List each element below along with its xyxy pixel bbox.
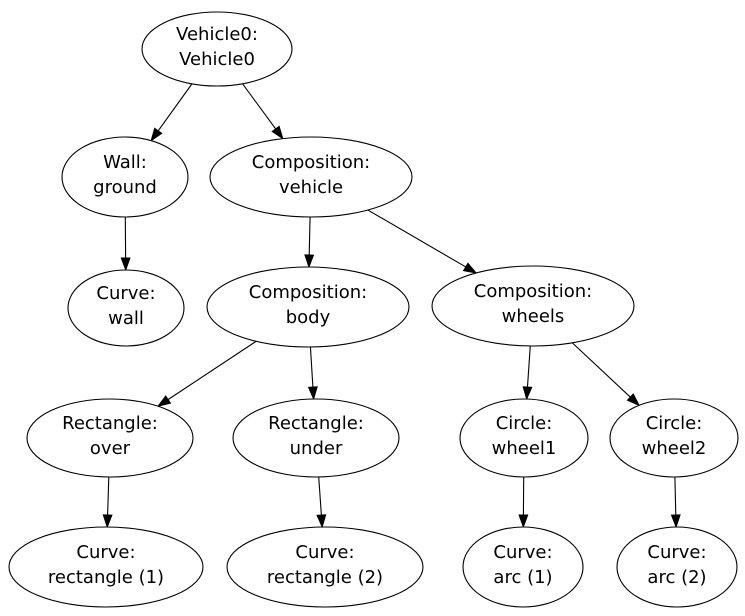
edges-layer [102, 83, 681, 529]
edge-vehicle0--composition-vehicle [242, 83, 284, 140]
edge-line [526, 345, 531, 389]
node-rectangle-under-shape [232, 398, 400, 478]
node-wall-ground: Wall:ground [61, 136, 189, 218]
node-vehicle0-label: Vehicle0:Vehicle0 [176, 24, 258, 70]
edge-circle-wheel1--curve-arc-1 [518, 476, 529, 529]
edge-arrowhead-icon [316, 514, 327, 529]
node-wall-ground-shape [61, 136, 189, 218]
node-curve-arc-2-shape [616, 526, 738, 608]
edge-arrowhead-icon [626, 393, 641, 407]
node-curve-rectangle-1-shape [8, 526, 204, 608]
node-curve-arc-2: Curve:arc (2) [616, 526, 738, 608]
node-composition-vehicle: Composition:vehicle [209, 136, 413, 218]
edge-composition-wheels--circle-wheel2 [571, 342, 641, 407]
edge-arrowhead-icon [522, 386, 533, 401]
node-curve-arc-1-shape [462, 526, 584, 608]
edge-arrowhead-icon [120, 257, 131, 272]
node-circle-wheel2-shape [609, 398, 739, 478]
edge-arrowhead-icon [102, 514, 113, 529]
node-rectangle-over-label: Rectangle:over [62, 413, 158, 459]
node-rectangle-under-label: Rectangle:under [268, 413, 364, 459]
edge-composition-body--rectangle-under [307, 346, 318, 401]
edge-arrowhead-icon [518, 514, 529, 529]
node-curve-wall: Curve:wall [67, 269, 185, 347]
node-curve-rectangle-2: Curve:rectangle (2) [226, 526, 424, 608]
node-circle-wheel2: Circle:wheel2 [609, 398, 739, 478]
edge-arrowhead-icon [271, 125, 284, 140]
node-vehicle0: Vehicle0:Vehicle0 [141, 11, 293, 87]
edge-rectangle-over--curve-rectangle-1 [102, 476, 113, 529]
edge-arrowhead-icon [156, 395, 172, 408]
edge-line [571, 342, 632, 399]
node-circle-wheel1: Circle:wheel1 [459, 398, 589, 478]
node-composition-body-label: Composition:body [249, 282, 367, 328]
node-curve-arc-1: Curve:arc (1) [462, 526, 584, 608]
edge-line [367, 209, 467, 268]
node-rectangle-under: Rectangle:under [232, 398, 400, 478]
edge-composition-wheels--circle-wheel1 [522, 345, 533, 401]
edge-vehicle0--wall-ground [150, 83, 193, 142]
edge-arrowhead-icon [462, 262, 478, 274]
node-composition-wheels-label: Composition:wheels [474, 281, 592, 327]
node-circle-wheel1-shape [459, 398, 589, 478]
node-circle-wheel2-label: Circle:wheel2 [642, 413, 707, 459]
edge-wall-ground--curve-wall [120, 216, 131, 272]
edge-rectangle-under--curve-rectangle-2 [316, 476, 327, 529]
edge-line [166, 340, 257, 401]
node-composition-wheels-shape [431, 265, 635, 347]
node-curve-rectangle-1: Curve:rectangle (1) [8, 526, 204, 608]
edge-arrowhead-icon [670, 514, 681, 529]
edge-composition-body--rectangle-over [156, 340, 257, 408]
node-wall-ground-label: Wall:ground [93, 152, 157, 198]
node-composition-body-shape [206, 266, 410, 348]
edge-line [107, 476, 110, 517]
edge-line [242, 83, 277, 131]
node-composition-body: Composition:body [206, 266, 410, 348]
node-vehicle0-shape [141, 11, 293, 87]
node-composition-vehicle-shape [209, 136, 413, 218]
edge-arrowhead-icon [307, 386, 318, 401]
edge-composition-vehicle--composition-body [304, 216, 315, 269]
edge-circle-wheel2--curve-arc-2 [670, 476, 681, 529]
node-curve-rectangle-2-label: Curve:rectangle (2) [267, 542, 383, 588]
edge-line [309, 346, 314, 389]
edge-line [674, 476, 677, 517]
edge-arrowhead-icon [304, 254, 315, 269]
node-circle-wheel1-label: Circle:wheel1 [492, 413, 557, 459]
edge-arrowhead-icon [150, 127, 163, 142]
node-rectangle-over-shape [26, 398, 194, 478]
nodes-layer: Vehicle0:Vehicle0Wall:groundComposition:… [8, 11, 739, 608]
node-composition-wheels: Composition:wheels [431, 265, 635, 347]
node-curve-arc-2-label: Curve:arc (2) [647, 542, 706, 588]
node-curve-wall-shape [67, 269, 185, 347]
node-curve-rectangle-1-label: Curve:rectangle (1) [48, 542, 164, 588]
node-curve-rectangle-2-shape [226, 526, 424, 608]
node-rectangle-over: Rectangle:over [26, 398, 194, 478]
edge-composition-vehicle--composition-wheels [367, 209, 478, 274]
node-composition-vehicle-label: Composition:vehicle [252, 152, 370, 198]
edge-line [157, 83, 193, 132]
edge-line [318, 476, 322, 517]
node-curve-wall-label: Curve:wall [96, 283, 155, 329]
edge-line [308, 216, 311, 257]
node-curve-arc-1-label: Curve:arc (1) [493, 542, 552, 588]
